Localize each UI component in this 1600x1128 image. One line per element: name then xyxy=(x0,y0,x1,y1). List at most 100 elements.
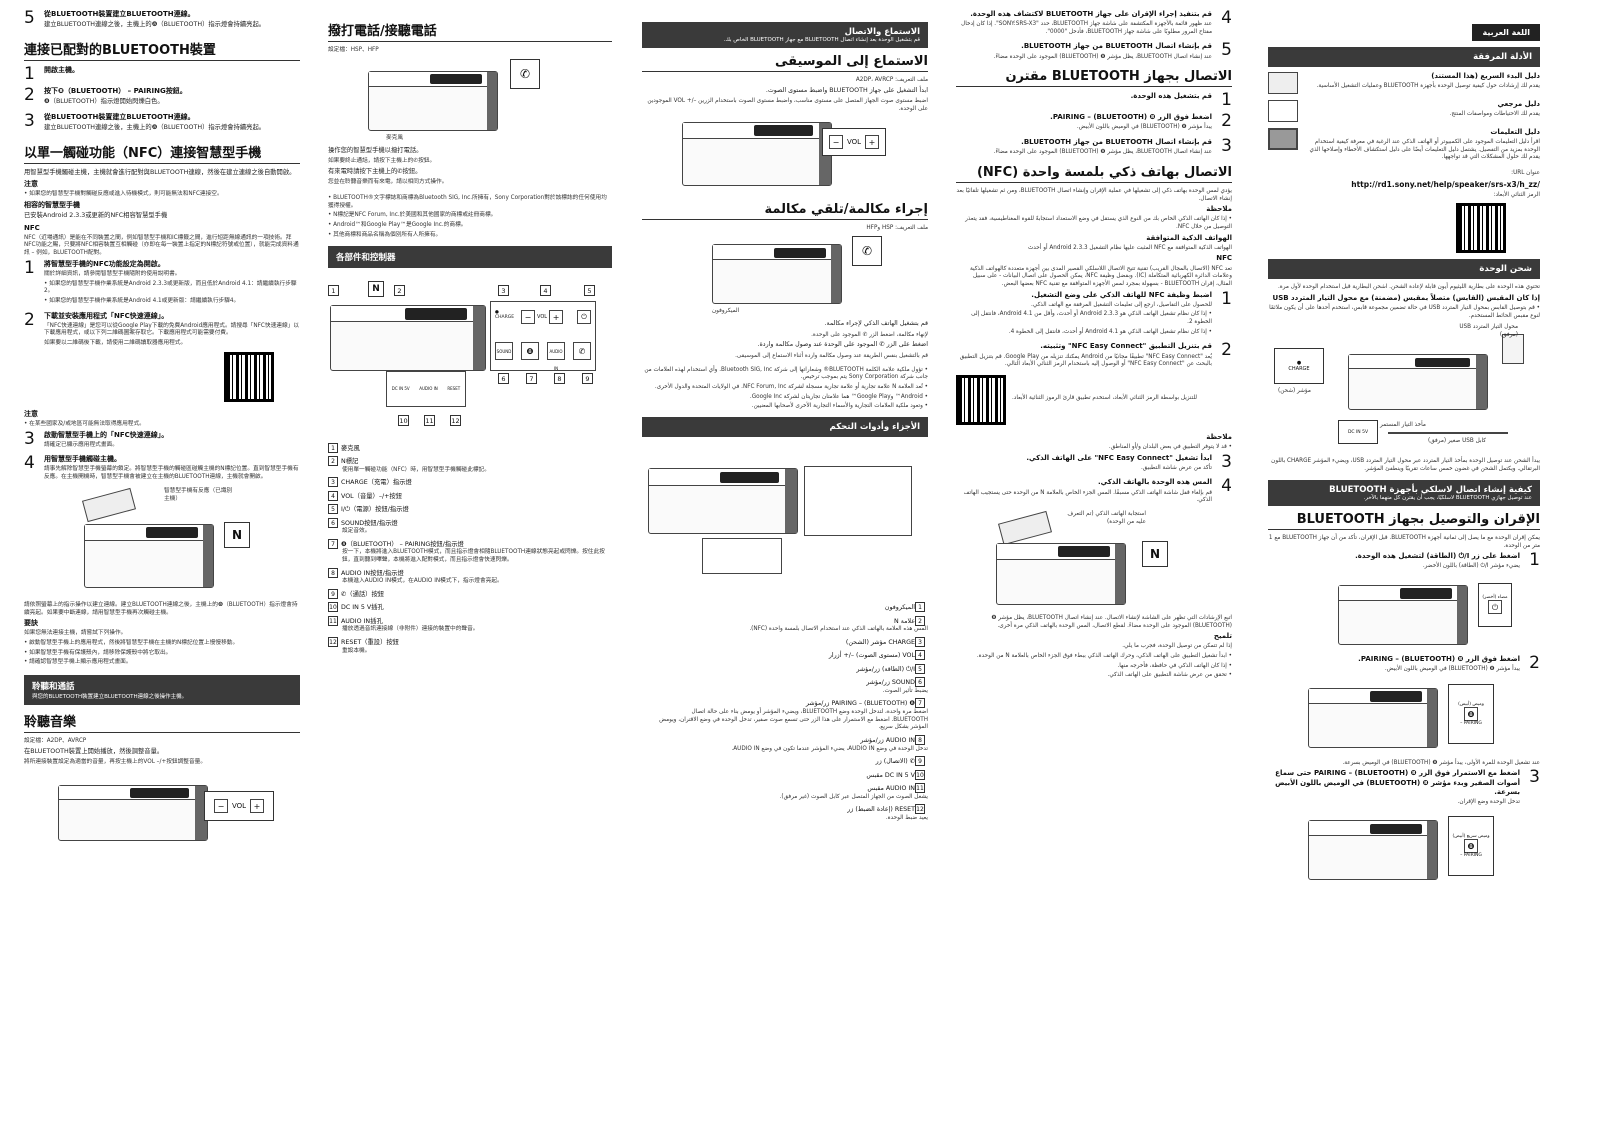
part-number: 3 xyxy=(915,636,925,647)
usb-cable-icon xyxy=(1388,432,1508,435)
smartphone-icon xyxy=(82,487,136,522)
callout-10: 10 xyxy=(398,414,409,426)
part-title: SOUND زر/مؤشر xyxy=(866,679,915,687)
call-button-icon: ✆ xyxy=(852,236,882,267)
heading-music-ar: الاستماع إلى الموسيقى xyxy=(642,54,928,72)
callout-12: 12 xyxy=(450,414,461,426)
parts-diagram-ar xyxy=(642,442,928,602)
part-number: 7 xyxy=(328,538,338,549)
part-title: AUDIO IN مقبس xyxy=(867,785,915,793)
part-number: 11 xyxy=(915,783,925,794)
reset-button[interactable]: RESET xyxy=(447,386,461,391)
part-number: 9 xyxy=(915,756,925,767)
heading-call-ar: إجراء مكالمة/تلقي مكالمة xyxy=(642,202,928,220)
part-number: 8 xyxy=(328,567,338,578)
vol-plus-button[interactable]: + xyxy=(549,309,564,324)
part-number: 4 xyxy=(328,490,338,501)
part-item: 5I/⏻ (الطاقة) زر/مؤشر xyxy=(642,663,928,675)
part-desc: اضغط مرة واحدة، لتدخل الوحدة وضع BLUETOO… xyxy=(659,708,928,731)
part-number: 6 xyxy=(328,517,338,528)
part-title: ✆（通話）按鈕 xyxy=(341,590,385,598)
part-title: VOL（音量）–/+按鈕 xyxy=(341,492,402,500)
fast-blink-illustration: وميض سريع (أبيض)❽– PAIRING xyxy=(1268,812,1540,892)
part-title: RESET (إعادة الضبط) زر xyxy=(847,806,915,814)
power-icon: ⏻ xyxy=(1488,600,1502,615)
callout-3: 3 xyxy=(498,284,509,296)
part-title: CHARGE（充電）指示燈 xyxy=(341,479,412,487)
part-item: 3CHARGE مؤشر (الشحن) xyxy=(642,636,928,648)
vol-minus-button[interactable]: − xyxy=(521,309,535,324)
help-guide-icon xyxy=(1268,128,1298,150)
sound-button[interactable]: SOUND xyxy=(495,341,513,360)
nfc-touch-illustration-ar: استجابة الهاتف الذكي (تم التعرف عليه من … xyxy=(956,510,1232,611)
callout-11: 11 xyxy=(424,414,435,426)
part-number: 6 xyxy=(915,677,925,688)
part-number: 11 xyxy=(328,615,338,626)
heading-nfc-ar: الاتصال بهاتف ذكي بلمسة واحدة (NFC) xyxy=(956,165,1232,183)
part-number: 1 xyxy=(328,442,338,453)
part-title: AUDIO IN زر/مؤشر xyxy=(860,737,915,744)
call-button[interactable]: ✆ xyxy=(573,341,591,360)
call-button-icon: ✆ xyxy=(510,58,540,89)
part-desc: 播放透過音訊連接線（非附件）連接的裝置中的聲音。 xyxy=(342,626,479,633)
part-desc: 按一下，本機將進入BLUETOOTH模式，而且指示燈會相隨BLUETOOTH連線… xyxy=(342,549,605,564)
part-number: 4 xyxy=(915,650,925,661)
part-number: 2 xyxy=(915,615,925,626)
part-title: علامة N xyxy=(894,617,915,625)
speaker-illustration xyxy=(368,70,498,131)
part-item: 9✆ (الاتصال) زر xyxy=(642,756,928,767)
part-item: 1الميكروفون xyxy=(642,602,928,613)
heading-nfc: 以單一觸碰功能（NFC）連接智慧型手機 xyxy=(24,142,300,164)
part-desc: يضبط تأثير الصوت. xyxy=(882,687,928,694)
dc-in-jack[interactable]: DC IN 5V xyxy=(391,386,410,391)
bar-parts: 各部件和控制器 xyxy=(328,245,612,268)
part-number: 7 xyxy=(915,698,925,709)
smartphone-icon xyxy=(998,510,1052,546)
pairing-illustration: وميض (أبيض)❽– PAIRING xyxy=(1268,680,1540,760)
part-number: 10 xyxy=(328,602,338,613)
part-desc: يعيد ضبط الوحدة. xyxy=(885,814,928,821)
help-url-link[interactable]: http://rd1.sony.net/help/speaker/srs-x3/… xyxy=(1351,179,1540,189)
callout-9: 9 xyxy=(582,372,593,384)
part-number: 9 xyxy=(328,588,338,599)
nfc-n-mark-icon: N xyxy=(1142,540,1168,567)
rear-jacks-closeup: DC IN 5V AUDIO IN RESET xyxy=(386,370,466,407)
heading-music: 聆聽音樂 xyxy=(24,711,300,734)
part-title: DC IN 5 V插孔 xyxy=(341,604,384,612)
language-tab: اللغة العربية xyxy=(1472,24,1540,41)
bluetooth-button[interactable]: ❽ xyxy=(521,341,539,360)
audio-in-button[interactable]: AUDIO IN xyxy=(547,341,565,371)
speaker-illustration xyxy=(712,244,842,305)
call-illustration: ✆ 麥克風 xyxy=(328,57,612,147)
power-button[interactable]: ⏻ xyxy=(577,309,591,324)
audio-in-jack[interactable]: AUDIO IN xyxy=(419,386,438,391)
speaker-illustration xyxy=(1338,584,1468,645)
heading-call: 撥打電話/接聽電話 xyxy=(328,20,612,42)
callout-8: 8 xyxy=(554,372,565,384)
part-item: 4VOL (مستوى الصوت) –/+ أزرار xyxy=(642,650,928,661)
speaker-illustration xyxy=(58,784,208,841)
vol-buttons: −VOL+ xyxy=(521,309,564,324)
quick-start-guide-icon xyxy=(1268,72,1298,94)
part-title: 麥克風 xyxy=(341,444,360,452)
speaker-illustration xyxy=(1308,820,1438,881)
nfc-touch-illustration: 智慧型手機有反應（已識別主機） N xyxy=(24,487,300,598)
callout-7: 7 xyxy=(526,372,537,384)
control-panel-closeup xyxy=(804,466,912,537)
